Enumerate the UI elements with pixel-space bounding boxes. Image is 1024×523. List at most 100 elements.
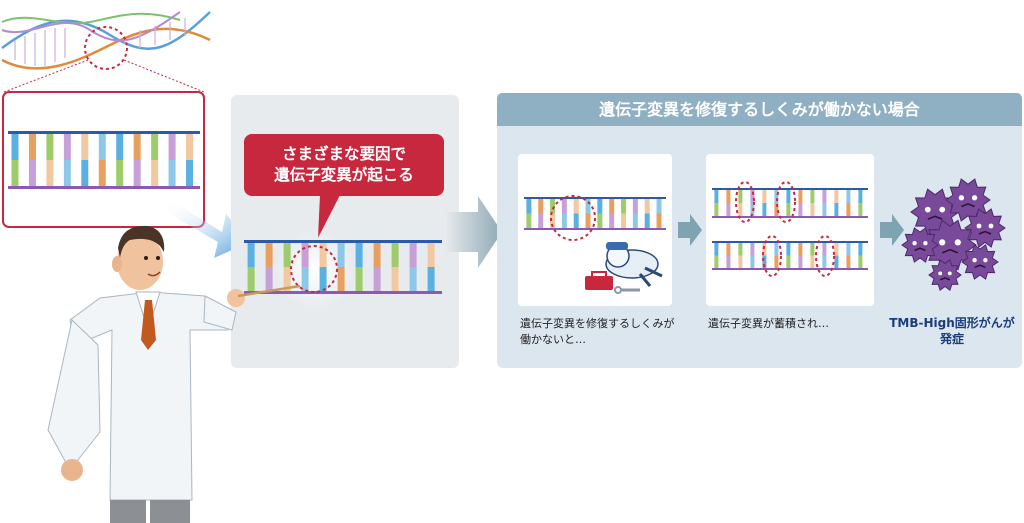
step1-caption-line-1: 遺伝子変異を修復するしくみが: [520, 317, 675, 330]
base-pair-bottom: [798, 203, 803, 216]
base-pair-top: [550, 199, 556, 214]
base-pair-bottom: [810, 203, 815, 216]
cancer-cell-mouth: [974, 264, 986, 269]
step2-mutation-circle-2: [776, 181, 796, 223]
base-pair-top: [726, 243, 731, 256]
zoom-line-right: [123, 59, 205, 93]
base-pair-top: [28, 134, 36, 160]
step3-caption: TMB-High固形がんが 発症: [886, 315, 1018, 347]
base-pair-top: [726, 190, 731, 203]
base-pair-top: [186, 134, 194, 160]
base-pair-bottom: [762, 255, 767, 268]
base-pair-bottom: [858, 255, 863, 268]
base-pair-bottom: [834, 255, 839, 268]
base-pair-top: [644, 199, 650, 214]
cancer-cell-mouth: [961, 203, 975, 208]
cancer-cell-eye: [976, 223, 982, 229]
base-pair-bottom: [283, 267, 291, 291]
callout-line-2: 遺伝子変異が起こる: [274, 166, 414, 184]
base-pair-top: [63, 134, 71, 160]
base-pair-top: [762, 243, 767, 256]
base-pair-top: [798, 243, 803, 256]
backbone-top: [524, 197, 666, 199]
base-pair-bottom: [834, 203, 839, 216]
base-pair-bottom: [11, 160, 19, 186]
pointer-stick: [237, 284, 301, 298]
step2-mutation-circle-3: [762, 235, 782, 277]
base-pair-bottom: [28, 160, 36, 186]
base-pair-bottom: [168, 160, 176, 186]
base-pair-top: [786, 190, 791, 203]
cancer-cell-eye: [924, 206, 931, 213]
base-pair-top: [810, 243, 815, 256]
right-panel-header: [497, 93, 1022, 126]
cancer-cell-eye: [947, 271, 952, 276]
base-pair-bottom: [337, 267, 345, 291]
base-pair-bottom: [858, 203, 863, 216]
base-pair-top: [714, 190, 719, 203]
base-pair-bottom: [355, 267, 363, 291]
base-pair-top: [810, 190, 815, 203]
cancer-cell: [901, 227, 939, 263]
base-pair-top: [151, 134, 159, 160]
flow-arrow-down: [166, 200, 250, 258]
cancer-cell-eye: [939, 239, 946, 246]
backbone-bottom: [524, 228, 666, 230]
base-pair-bottom: [98, 160, 106, 186]
base-pair-top: [786, 243, 791, 256]
flow-arrow-right: [447, 196, 502, 268]
mutation-glow: [275, 230, 355, 310]
base-pair-bottom: [774, 203, 779, 216]
backbone-top: [8, 131, 200, 134]
base-pair-top: [774, 243, 779, 256]
base-pair-top: [337, 243, 345, 267]
cancer-cell: [964, 208, 1006, 248]
base-pair-bottom: [427, 267, 435, 291]
base-pair-top: [116, 134, 124, 160]
cancer-cell-eye: [939, 206, 946, 213]
backbone-top: [244, 240, 442, 243]
base-pair-top: [46, 134, 54, 160]
base-pair-top: [846, 190, 851, 203]
base-pair-bottom: [786, 203, 791, 216]
step-card-2: [706, 154, 874, 306]
base-pair-bottom: [644, 213, 650, 228]
base-pair-bottom: [810, 255, 815, 268]
base-pair-top: [632, 199, 638, 214]
broken-repair-robot-icon: [585, 242, 663, 294]
base-pair-bottom: [786, 255, 791, 268]
base-pair-bottom: [609, 213, 615, 228]
cancer-cell-mouth: [941, 248, 959, 254]
base-pair-top: [822, 190, 827, 203]
base-pair-bottom: [656, 213, 662, 228]
base-pair-top: [133, 134, 141, 160]
base-pair-bottom: [319, 267, 327, 291]
step-arrow-1: [678, 214, 702, 246]
base-pair-bottom: [774, 255, 779, 268]
base-pair-top: [283, 243, 291, 267]
base-pair-top: [858, 190, 863, 203]
base-pair-bottom: [373, 267, 381, 291]
base-pair-top: [846, 243, 851, 256]
cancer-cell: [928, 258, 962, 292]
base-pair-top: [750, 190, 755, 203]
base-pair-bottom: [63, 160, 71, 186]
base-pair-bottom: [573, 213, 579, 228]
base-pair-bottom: [714, 203, 719, 216]
step3-caption-line-2: 発症: [939, 332, 964, 346]
base-pair-bottom: [409, 267, 417, 291]
step2-dna-ladder-bottom: [712, 241, 868, 270]
base-pair-top: [798, 190, 803, 203]
step1-caption-line-2: 働かないと…: [520, 333, 586, 346]
base-pair-bottom: [133, 160, 141, 186]
base-pair-top: [597, 199, 603, 214]
backbone-bottom: [712, 268, 868, 270]
base-pair-top: [319, 243, 327, 267]
base-pair-bottom: [632, 213, 638, 228]
base-pair-top: [858, 243, 863, 256]
base-pair-bottom: [550, 213, 556, 228]
backbone-bottom: [712, 216, 868, 218]
base-pair-top: [168, 134, 176, 160]
step2-mutation-circle-1: [735, 181, 755, 223]
base-pair-bottom: [738, 255, 743, 268]
